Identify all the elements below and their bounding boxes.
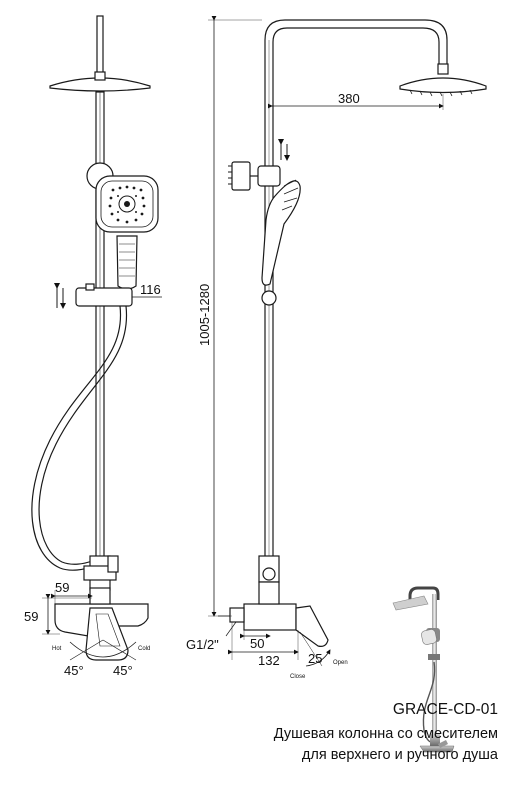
side-slide-holder xyxy=(257,165,281,187)
front-head-connector xyxy=(94,71,106,81)
dim-height-range: 1005-1280 xyxy=(197,284,212,346)
dim-mixer-depth: 132 xyxy=(258,653,280,668)
side-hose-swivel xyxy=(261,290,277,306)
hand-shower-nozzles xyxy=(108,185,146,224)
label-open: Open xyxy=(333,660,348,666)
caption-line-2: для верхнего и ручного душа xyxy=(301,747,498,763)
dim-head-reach: 380 xyxy=(338,91,360,106)
dim-inlet-thread: G1/2" xyxy=(186,637,219,652)
side-inlet xyxy=(229,607,245,623)
front-view xyxy=(31,15,162,661)
dim-angle-left: 45° xyxy=(64,663,84,678)
side-wall-knob xyxy=(231,161,251,191)
side-mixer-body xyxy=(243,603,297,631)
caption-model: GRACE-CD-01 xyxy=(392,701,498,718)
side-view xyxy=(208,16,487,667)
dim-angle-right: 45° xyxy=(113,663,133,678)
label-cold: Cold xyxy=(138,646,150,652)
front-top-pipe xyxy=(96,15,104,75)
side-rain-head xyxy=(399,77,487,94)
side-hand-shower xyxy=(261,180,301,286)
dim-holder-offset: 116 xyxy=(140,282,161,297)
front-height-adjust-arrows xyxy=(54,283,66,309)
dim-lever-angle: 25 xyxy=(308,651,322,666)
side-mixer-lever xyxy=(295,605,329,647)
front-hose xyxy=(31,305,122,571)
side-shower-arm xyxy=(264,19,448,560)
label-hot: Hot xyxy=(52,646,62,652)
front-mixer-lever xyxy=(85,607,129,661)
side-rotation-arc xyxy=(305,649,331,667)
front-slide-holder xyxy=(75,287,133,307)
front-rain-head xyxy=(49,77,151,92)
dim-mixer-height: 59 xyxy=(24,609,38,624)
product-photo xyxy=(392,586,455,753)
dim-outlet-offset: 50 xyxy=(250,636,264,651)
front-rotation-arc xyxy=(69,641,137,658)
side-height-adjust-arrows xyxy=(278,139,290,161)
dim-mixer-width: 59 xyxy=(55,580,69,595)
label-close: Close xyxy=(290,674,306,680)
caption-line-1: Душевая колонна со смесителем xyxy=(273,726,498,742)
